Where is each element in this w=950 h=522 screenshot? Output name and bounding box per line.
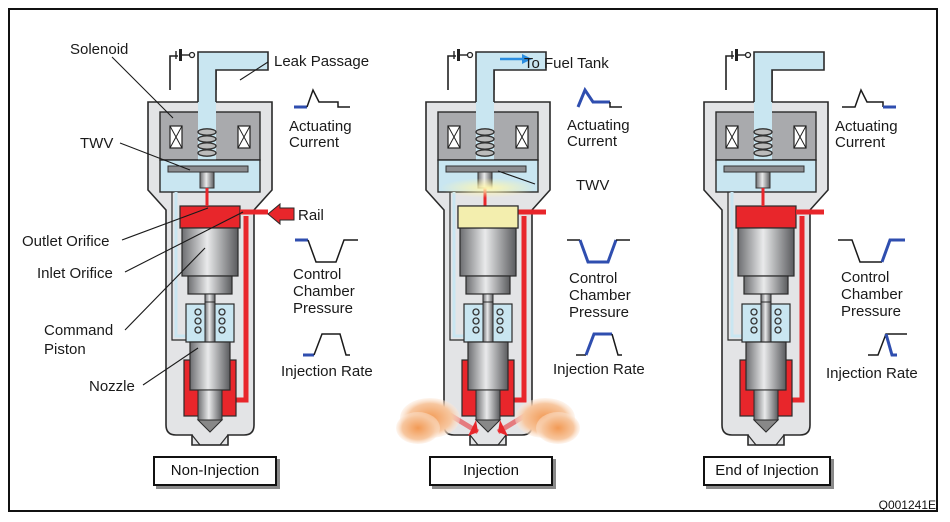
waveform-injection-rate-1: [303, 333, 350, 357]
label-nozzle: Nozzle: [89, 378, 135, 395]
injector-end-of-injection: [704, 49, 828, 445]
label-command-piston-1: Command: [44, 322, 113, 339]
caption-actuating-1b: Current: [289, 134, 340, 151]
caption-ccp-2b: Chamber: [569, 287, 631, 304]
caption-injection-rate-3: Injection Rate: [826, 365, 918, 382]
label-twv-2: TWV: [576, 177, 609, 194]
caption-ccp-1c: Pressure: [293, 300, 353, 317]
caption-ccp-2a: Control: [569, 270, 617, 287]
caption-ccp-3b: Chamber: [841, 286, 903, 303]
waveform-actuating-current-2: [576, 86, 622, 108]
caption-injection-rate-1: Injection Rate: [281, 363, 373, 380]
label-twv: TWV: [80, 135, 113, 152]
injector-non-injection: [148, 49, 272, 445]
label-command-piston-2: Piston: [44, 341, 86, 358]
caption-ccp-1b: Chamber: [293, 283, 355, 300]
label-solenoid: Solenoid: [70, 41, 128, 58]
fuel-spray: [396, 398, 580, 444]
waveform-control-chamber-3: [838, 238, 905, 263]
leader-lines: [111, 56, 536, 386]
caption-actuating-2a: Actuating: [567, 117, 630, 134]
label-leak-passage: Leak Passage: [274, 53, 369, 70]
caption-actuating-1a: Actuating: [289, 118, 352, 135]
caption-ccp-1a: Control: [293, 266, 341, 283]
waveform-injection-rate-2: [576, 332, 622, 356]
caption-ccp-3a: Control: [841, 269, 889, 286]
rail-arrow-icon: [267, 202, 295, 226]
caption-actuating-3b: Current: [835, 134, 886, 151]
caption-injection-rate-2: Injection Rate: [553, 361, 645, 378]
caption-actuating-3a: Actuating: [835, 118, 898, 135]
waveform-control-chamber-2: [567, 239, 630, 264]
waveform-actuating-current-1: [294, 88, 350, 109]
flow-arrow-icon: [500, 54, 532, 64]
label-rail: Rail: [298, 207, 324, 224]
caption-ccp-3c: Pressure: [841, 303, 901, 320]
caption-actuating-2b: Current: [567, 133, 618, 150]
injector-injection: [426, 49, 550, 445]
label-to-fuel-tank: To Fuel Tank: [524, 55, 609, 72]
label-outlet-orifice: Outlet Orifice: [22, 233, 110, 250]
state-label-injection: Injection: [429, 456, 553, 486]
waveform-control-chamber-1: [295, 238, 358, 263]
waveform-actuating-current-3: [842, 88, 896, 109]
figure-code: Q001241E: [878, 498, 936, 512]
waveform-injection-rate-3: [868, 333, 907, 357]
state-label-end-of-injection: End of Injection: [703, 456, 831, 486]
caption-ccp-2c: Pressure: [569, 304, 629, 321]
state-label-non-injection: Non-Injection: [153, 456, 277, 486]
label-inlet-orifice: Inlet Orifice: [37, 265, 113, 282]
